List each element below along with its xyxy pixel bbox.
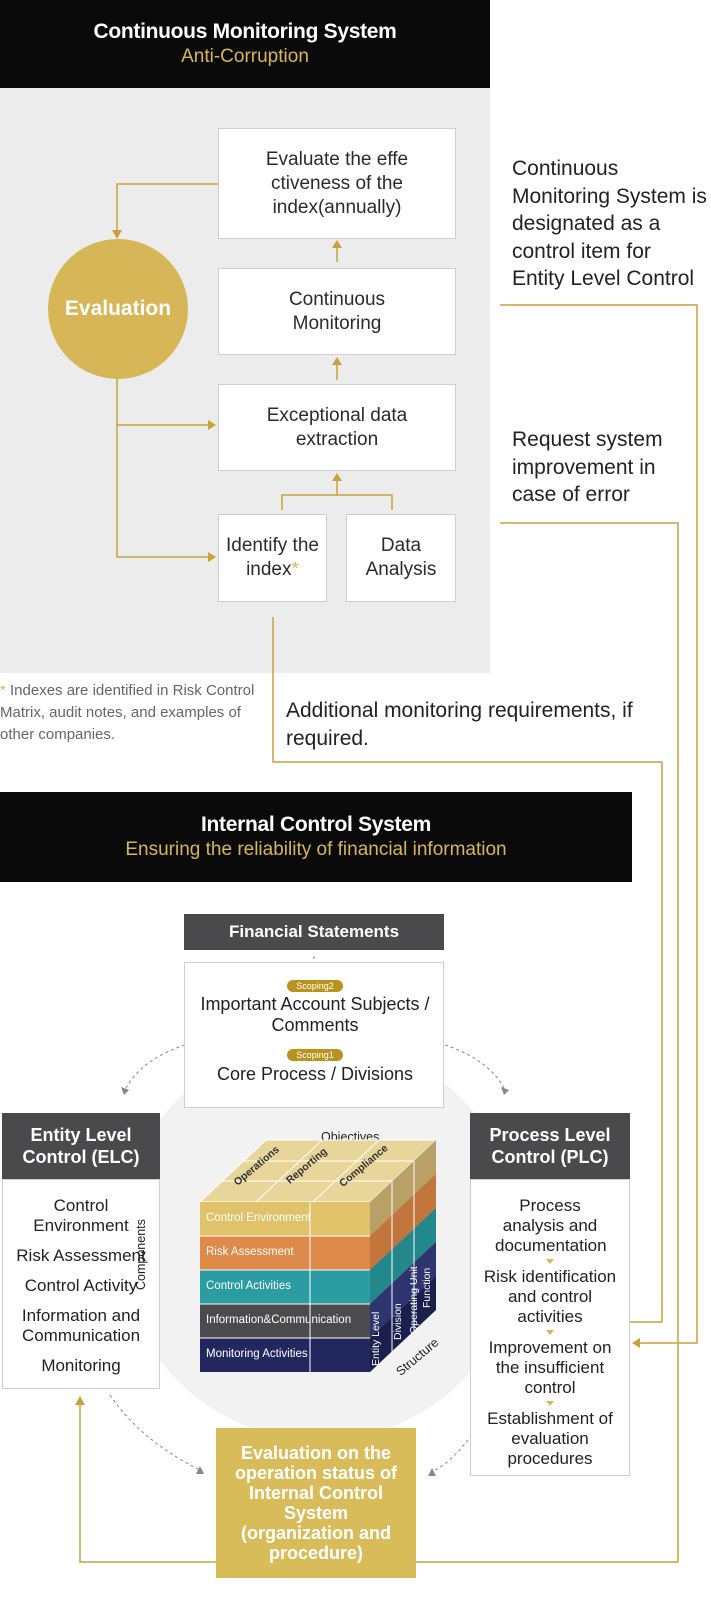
cms-header: Continuous Monitoring System Anti-Corrup…	[0, 0, 490, 88]
additional-requirements: Additional monitoring requirements, if r…	[286, 699, 633, 750]
evaluation-status-box: Evaluation on the operation status of In…	[216, 1428, 416, 1578]
cms-title: Continuous Monitoring System	[93, 20, 397, 43]
footnote-star: *	[0, 682, 6, 699]
financial-statements: Financial Statements	[184, 914, 444, 950]
footnote-text: Indexes are identified in Risk Control M…	[0, 682, 255, 743]
elc-item-4: Information and Communication	[21, 1306, 141, 1345]
extraction-box: Exceptional data extraction	[218, 384, 456, 471]
cube-side-function: Function	[421, 1267, 433, 1308]
elc-list: Control Environment Risk Assessment Cont…	[2, 1179, 160, 1389]
identify-star: *	[291, 559, 299, 580]
elc-header: Entity Level Control (ELC)	[2, 1113, 160, 1179]
elc-title: Entity Level Control (ELC)	[22, 1125, 140, 1167]
cube-components-label: Components	[134, 1219, 148, 1290]
cube-side-operating-unit: Operating Unit	[408, 1266, 420, 1334]
side-note-error: Request system improvement in case of er…	[512, 428, 663, 506]
extraction-label: Exceptional data extraction	[266, 404, 408, 450]
cube-row-risk-assessment: Risk Assessment	[206, 1246, 294, 1258]
plc-item-4: Establishment of evaluation procedures	[487, 1409, 613, 1468]
cube-side-entity-level: Entity Level	[370, 1311, 382, 1366]
evaluation-label: Evaluation	[64, 297, 172, 320]
coso-cube: Objectives Components Structure	[134, 1130, 454, 1380]
scoping-box: Scoping2 Important Account Subjects / Co…	[184, 962, 444, 1108]
footnote: * Indexes are identified in Risk Control…	[0, 680, 260, 746]
analysis-label: Data Analysis	[365, 535, 437, 580]
core-process: Core Process / Divisions	[216, 1064, 414, 1084]
cube-side-division: Division	[392, 1303, 404, 1340]
important-accounts: Important Account Subjects / Comments	[200, 994, 430, 1035]
ics-subtitle: Ensuring the reliability of financial in…	[125, 839, 507, 860]
identify-label: Identify the index*	[223, 534, 323, 582]
identify-box: Identify the index*	[218, 514, 327, 602]
elc-item-2: Risk Assessment	[16, 1246, 146, 1265]
plc-item-1: Process analysis and documentation	[495, 1196, 607, 1255]
plc-header: Process Level Control (PLC)	[470, 1113, 630, 1179]
elc-item-3: Control Activity	[24, 1276, 138, 1295]
scoping2-group: Scoping2 Important Account Subjects / Co…	[185, 980, 445, 1036]
plc-list: Process analysis and documentation Risk …	[470, 1179, 630, 1476]
monitoring-label: Continuous Monitoring	[288, 288, 386, 334]
monitoring-box: Continuous Monitoring	[218, 268, 456, 355]
cube-row-control-environment: Control Environment	[206, 1212, 311, 1224]
plc-arrow-3	[546, 1401, 554, 1406]
elc-item-1: Control Environment	[33, 1196, 129, 1235]
ics-title: Internal Control System	[201, 813, 431, 836]
cube-row-control-activities: Control Activities	[206, 1280, 292, 1292]
plc-arrow-1	[546, 1259, 554, 1264]
plc-items: Process analysis and documentation Risk …	[471, 1180, 629, 1469]
scoping1-badge: Scoping1	[287, 1049, 343, 1061]
analysis-box: Data Analysis	[346, 514, 456, 602]
financial-statements-label: Financial Statements	[228, 922, 400, 941]
elc-item-5: Monitoring	[41, 1356, 121, 1375]
side-note-elc: Continuous Monitoring System is designat…	[512, 157, 707, 290]
elc-item: Control Environment Risk Assessment Cont…	[3, 1180, 159, 1376]
plc-title: Process Level Control (PLC)	[489, 1125, 611, 1167]
cube-graphic	[198, 1139, 438, 1372]
ics-header: Internal Control System Ensuring the rel…	[0, 792, 632, 882]
plc-item-3: Improvement on the insufficient control	[488, 1338, 612, 1397]
evaluate-box: Evaluate the effe ctiveness of the index…	[218, 128, 456, 239]
evaluate-label: Evaluate the effe ctiveness of the index…	[265, 148, 409, 218]
cms-subtitle: Anti-Corruption	[181, 46, 309, 67]
identify-text: Identify the index	[226, 535, 319, 580]
plc-item-2: Risk identification and control activiti…	[483, 1267, 617, 1326]
scoping2-badge: Scoping2	[287, 980, 343, 992]
cube-row-information-communication: Information&Communication	[206, 1314, 352, 1326]
plc-arrow-2	[546, 1330, 554, 1335]
evaluation-circle: Evaluation	[48, 239, 188, 379]
scoping1-group: Scoping1 Core Process / Divisions	[185, 1049, 445, 1085]
evaluation-status-label: Evaluation on the operation status of In…	[234, 1443, 397, 1563]
cube-row-monitoring-activities: Monitoring Activities	[206, 1348, 308, 1360]
